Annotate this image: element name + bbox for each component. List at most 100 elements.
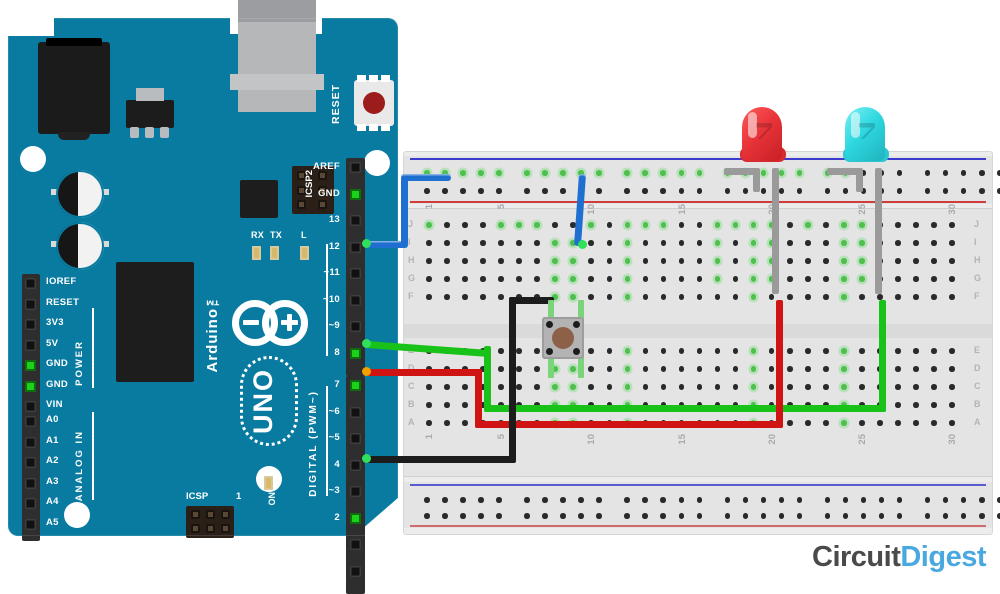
breadboard-hole[interactable]	[534, 222, 540, 228]
breadboard-hole[interactable]	[859, 384, 865, 390]
rail-hole[interactable]	[924, 170, 931, 176]
breadboard-hole[interactable]	[498, 276, 504, 282]
rail-hole[interactable]	[942, 513, 949, 519]
pin-socket-aref[interactable]	[350, 162, 361, 173]
rail-hole[interactable]	[842, 513, 849, 519]
rail-hole[interactable]	[997, 170, 1000, 176]
breadboard-hole[interactable]	[624, 222, 631, 228]
breadboard-hole[interactable]	[787, 384, 793, 390]
rail-hole[interactable]	[778, 170, 785, 176]
analog-header[interactable]	[22, 412, 40, 541]
pin-socket-13[interactable]	[350, 215, 361, 226]
breadboard-hole[interactable]	[660, 384, 667, 390]
breadboard-hole[interactable]	[696, 402, 703, 408]
rail-hole[interactable]	[896, 170, 903, 176]
rail-hole[interactable]	[997, 513, 1000, 519]
breadboard-hole[interactable]	[498, 222, 504, 228]
breadboard-hole[interactable]	[534, 402, 540, 408]
breadboard-hole[interactable]	[498, 402, 504, 408]
rail-hole[interactable]	[660, 170, 666, 176]
rail-hole[interactable]	[796, 497, 803, 503]
breadboard-hole[interactable]	[696, 384, 703, 390]
breadboard-hole[interactable]	[913, 348, 919, 354]
breadboard-hole[interactable]	[588, 402, 594, 408]
breadboard-hole[interactable]	[552, 384, 558, 390]
breadboard-hole[interactable]	[732, 348, 739, 354]
breadboard-hole[interactable]	[642, 402, 649, 408]
breadboard-hole[interactable]	[660, 258, 667, 264]
breadboard-hole[interactable]	[750, 294, 757, 300]
rail-hole[interactable]	[796, 170, 803, 176]
breadboard-hole[interactable]	[805, 402, 811, 408]
breadboard-hole[interactable]	[787, 258, 793, 264]
breadboard-hole[interactable]	[480, 384, 486, 390]
breadboard-hole[interactable]	[534, 258, 540, 264]
breadboard-hole[interactable]	[931, 420, 937, 426]
rail-hole[interactable]	[442, 513, 448, 519]
breadboard-hole[interactable]	[787, 276, 793, 282]
breadboard-hole[interactable]	[660, 294, 667, 300]
breadboard-hole[interactable]	[823, 348, 829, 354]
breadboard-hole[interactable]	[714, 384, 721, 390]
breadboard-hole[interactable]	[714, 348, 721, 354]
breadboard-hole[interactable]	[462, 240, 468, 246]
breadboard-hole[interactable]	[768, 366, 775, 372]
rail-hole[interactable]	[596, 497, 602, 503]
rail-hole[interactable]	[942, 170, 949, 176]
breadboard-hole[interactable]	[949, 348, 955, 354]
breadboard-hole[interactable]	[949, 258, 955, 264]
breadboard-hole[interactable]	[787, 402, 793, 408]
breadboard-hole[interactable]	[624, 294, 631, 300]
breadboard-hole[interactable]	[606, 348, 612, 354]
breadboard-hole[interactable]	[768, 258, 775, 264]
breadboard-hole[interactable]	[787, 240, 793, 246]
breadboard-hole[interactable]	[444, 384, 450, 390]
breadboard-hole[interactable]	[678, 258, 685, 264]
breadboard-hole[interactable]	[498, 366, 504, 372]
rail-hole[interactable]	[742, 188, 749, 194]
rail-hole[interactable]	[460, 188, 466, 194]
breadboard-hole[interactable]	[732, 222, 739, 228]
breadboard-hole[interactable]	[768, 222, 775, 228]
breadboard-hole[interactable]	[859, 258, 865, 264]
breadboard-hole[interactable]	[552, 366, 558, 372]
breadboard-hole[interactable]	[750, 402, 757, 408]
breadboard-hole[interactable]	[570, 276, 576, 282]
breadboard-hole[interactable]	[498, 294, 504, 300]
breadboard-hole[interactable]	[931, 384, 937, 390]
breadboard-hole[interactable]	[823, 240, 829, 246]
breadboard-hole[interactable]	[877, 294, 883, 300]
breadboard-hole[interactable]	[534, 348, 540, 354]
breadboard-hole[interactable]	[588, 240, 594, 246]
breadboard-hole[interactable]	[570, 402, 576, 408]
breadboard-hole[interactable]	[750, 384, 757, 390]
breadboard-hole[interactable]	[805, 348, 811, 354]
rail-hole[interactable]	[742, 513, 749, 519]
breadboard-hole[interactable]	[895, 348, 901, 354]
breadboard-hole[interactable]	[516, 258, 522, 264]
breadboard-hole[interactable]	[696, 258, 703, 264]
breadboard-hole[interactable]	[498, 240, 504, 246]
breadboard-hole[interactable]	[624, 240, 631, 246]
breadboard-hole[interactable]	[426, 222, 432, 228]
rail-hole[interactable]	[424, 513, 430, 519]
breadboard-hole[interactable]	[642, 348, 649, 354]
rail-hole[interactable]	[924, 497, 931, 503]
breadboard-hole[interactable]	[732, 258, 739, 264]
breadboard-hole[interactable]	[895, 366, 901, 372]
breadboard-hole[interactable]	[480, 294, 486, 300]
icsp-header[interactable]	[186, 506, 234, 538]
breadboard-hole[interactable]	[642, 294, 649, 300]
pin-socket-7[interactable]	[350, 380, 361, 391]
breadboard-hole[interactable]	[588, 348, 594, 354]
breadboard-hole[interactable]	[444, 240, 450, 246]
breadboard-hole[interactable]	[444, 222, 450, 228]
breadboard-hole[interactable]	[949, 240, 955, 246]
breadboard-hole[interactable]	[750, 366, 757, 372]
rail-hole[interactable]	[578, 497, 584, 503]
rail-hole[interactable]	[424, 188, 430, 194]
breadboard-hole[interactable]	[913, 402, 919, 408]
breadboard-hole[interactable]	[426, 402, 432, 408]
breadboard-hole[interactable]	[444, 402, 450, 408]
rail-hole[interactable]	[478, 188, 484, 194]
